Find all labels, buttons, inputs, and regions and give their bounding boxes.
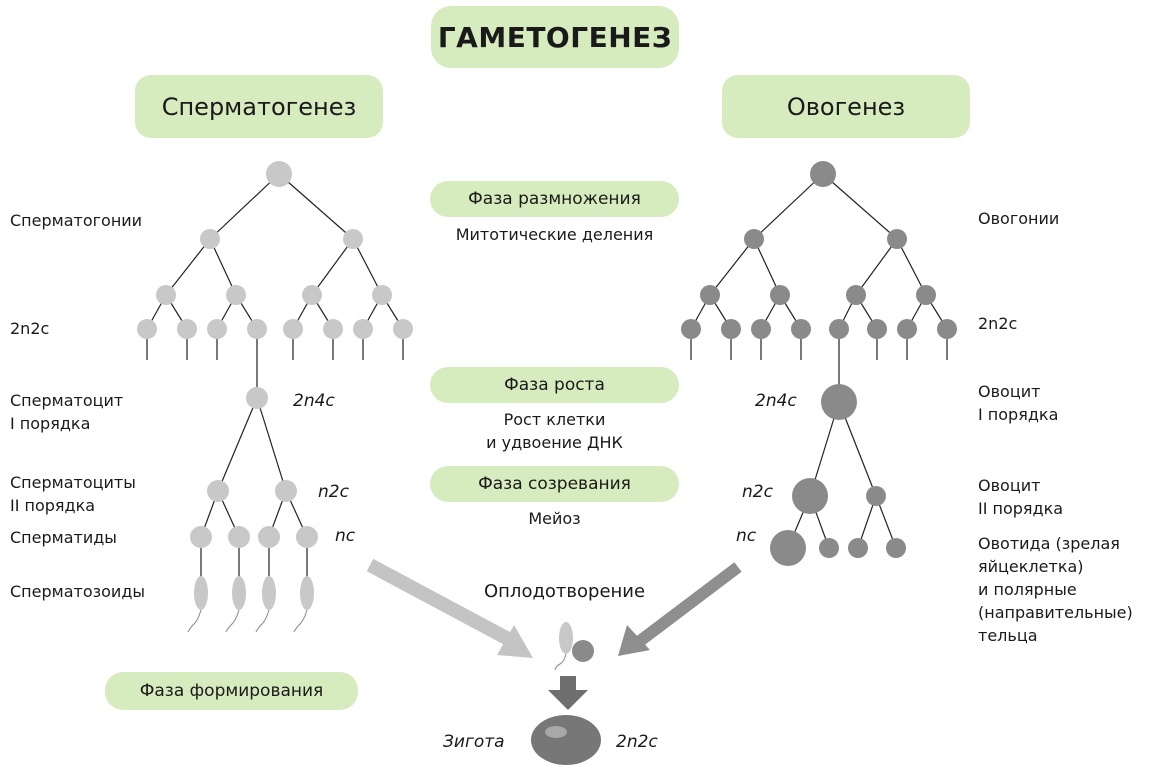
left-ploidy-nc: nc (335, 526, 356, 546)
oo-cell (829, 319, 849, 339)
spermatozoon-icon (187, 576, 208, 633)
polar-body (819, 538, 839, 558)
spermatogenesis-header: Сперматогенез (135, 75, 383, 138)
left-ploidy-n2c: n2c (318, 482, 349, 502)
phase-maturation-desc: Мейоз (528, 509, 581, 528)
sperm-cell (177, 319, 197, 339)
label-ootid-line3: и полярные (978, 580, 1077, 599)
page-title: ГАМЕТОГЕНЕЗ (431, 6, 679, 68)
phase-growth-desc-1: Рост клетки (503, 410, 606, 429)
spermatozoon-icon (255, 576, 276, 633)
label-ootid-line2: яйцеклетка) (978, 557, 1084, 576)
zygote-label: Зигота (443, 732, 505, 752)
sperm-cell (156, 285, 176, 305)
oo-cell (867, 319, 887, 339)
oogenesis-cells (681, 161, 957, 566)
sperm-cell (207, 319, 227, 339)
phase-growth-desc-2: и удвоение ДНК (486, 433, 623, 452)
spermatocyte-1 (246, 387, 268, 409)
arrow-down-to-zygote (548, 676, 588, 710)
sperm-cell (266, 161, 292, 187)
label-spermatocyte1-line1: Сперматоцит (10, 391, 124, 410)
label-right-2n2c: 2n2c (978, 314, 1018, 333)
sperm-cell (226, 285, 246, 305)
zygote-icon (531, 715, 601, 765)
oo-cell (770, 285, 790, 305)
left-ploidy-2n4c: 2n4c (293, 391, 335, 411)
label-oocyte2-line2: II порядка (978, 499, 1064, 518)
oo-cell (791, 319, 811, 339)
right-ploidy-n2c: n2c (742, 482, 773, 502)
label-left-2n2c: 2n2c (10, 319, 50, 338)
spermatocyte-2 (207, 480, 229, 502)
phase-formation-label: Фаза формирования (105, 672, 358, 710)
sperm-cell (200, 229, 220, 249)
oo-cell (897, 319, 917, 339)
sperm-cell (343, 229, 363, 249)
label-ootid-line1: Овотида (зрелая (978, 534, 1120, 553)
oo-cell (887, 229, 907, 249)
sperm-cell (372, 285, 392, 305)
fertilization-icon (554, 622, 594, 671)
phase-maturation-label: Фаза созревания (430, 466, 679, 502)
right-ploidy-2n4c: 2n4c (755, 391, 797, 411)
oocyte-2 (792, 478, 828, 514)
phase-growth-label: Фаза роста (430, 367, 679, 403)
phase-reproduction-desc: Митотические деления (455, 225, 654, 244)
label-ootid-line5: тельца (978, 626, 1038, 645)
spermatid (228, 526, 250, 548)
spermatozoon-icon (225, 576, 246, 633)
oo-cell (744, 229, 764, 249)
label-spermatocyte2-line1: Сперматоциты (10, 473, 136, 492)
label-oocyte1-line1: Овоцит (978, 382, 1041, 401)
zygote-ploidy: 2n2c (616, 732, 658, 752)
oo-cell (846, 285, 866, 305)
polar-body (848, 538, 868, 558)
label-spermatocyte1-line2: I порядка (10, 414, 91, 433)
spermatid (296, 526, 318, 548)
sperm-cell (302, 285, 322, 305)
label-spermatozoa: Спермaтозоиды (10, 582, 146, 601)
oo-cell (916, 285, 936, 305)
sperm-cell (353, 319, 373, 339)
arrow-egg-to-fertilization (618, 562, 742, 656)
spermatogenesis-tree (146, 173, 404, 580)
label-spermatocyte2-line2: II порядка (10, 496, 96, 515)
label-spermatids: Сперматиды (10, 528, 117, 547)
sperm-cell (393, 319, 413, 339)
label-ootid-line4: (направительные) (978, 603, 1133, 622)
oo-cell (681, 319, 701, 339)
sperm-cell (323, 319, 343, 339)
oo-cell (751, 319, 771, 339)
spermatid (258, 526, 280, 548)
spermatozoon-icon (293, 576, 314, 633)
sperm-cell (137, 319, 157, 339)
label-oocyte1-line2: I порядка (978, 405, 1059, 424)
label-oocyte2-line1: Овоцит (978, 476, 1041, 495)
sperm-cell (247, 319, 267, 339)
fertilization-label: Оплодотворение (484, 581, 646, 602)
oo-cell (721, 319, 741, 339)
label-spermatogonia: Сперматогонии (10, 211, 143, 230)
polar-body (886, 538, 906, 558)
arrow-sperm-to-fertilization (366, 558, 533, 658)
spermatogenesis-cells (137, 161, 413, 548)
spermatocyte-2 (275, 480, 297, 502)
oocyte-1 (821, 384, 857, 420)
spermatozoa (187, 576, 314, 633)
sperm-cell (283, 319, 303, 339)
spermatid (190, 526, 212, 548)
polar-body (866, 486, 886, 506)
oo-cell (700, 285, 720, 305)
oo-cell (810, 161, 836, 187)
right-ploidy-nc: nc (736, 526, 757, 546)
label-oogonia: Овогонии (978, 209, 1060, 228)
ootid (770, 530, 806, 566)
oo-cell (937, 319, 957, 339)
oogenesis-header: Овогенез (722, 75, 970, 138)
phase-reproduction-label: Фаза размножения (430, 181, 679, 217)
